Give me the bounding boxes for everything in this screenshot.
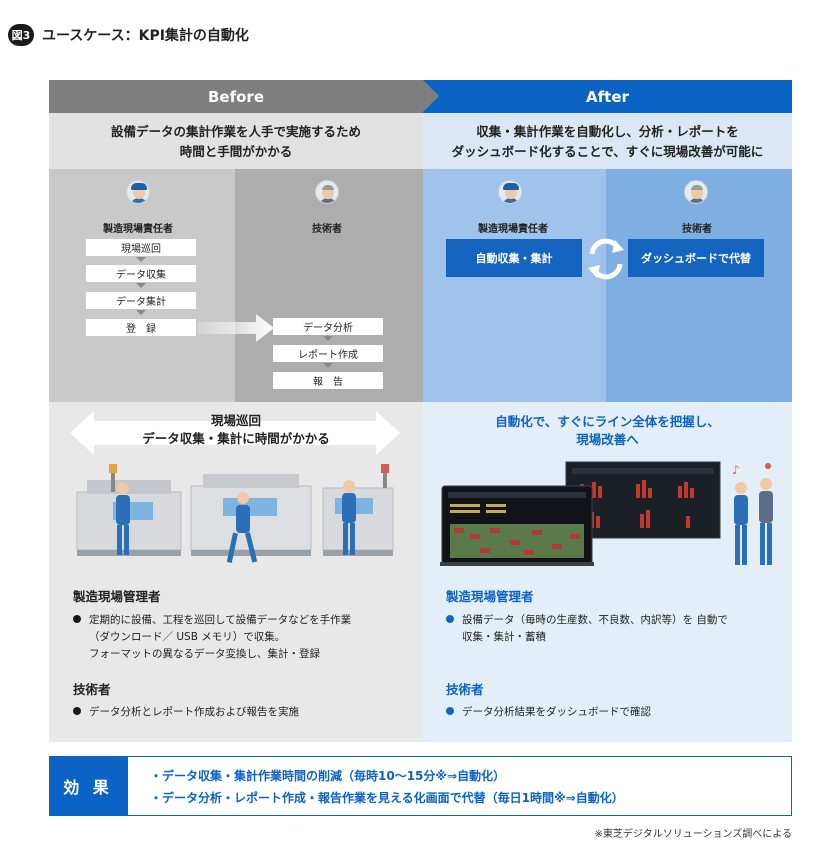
effect-line-1: ・データ収集・集計作業時間の削減（毎時10～15分※⇒自動化） <box>150 769 506 783</box>
after-lead-panel <box>423 113 792 169</box>
dashboard-screens-illustration: ♪ <box>440 461 773 566</box>
bullet-dot-icon <box>73 707 81 715</box>
figure-title-text: ユースケース：KPI集計の自動化 <box>42 28 249 44</box>
engineer-avatar-icon <box>315 180 339 204</box>
before-engineer-title: 技術者 <box>73 682 111 697</box>
step-arrow-down-icon <box>323 336 333 341</box>
auto-collect-box: 自動収集・集計 <box>446 239 582 277</box>
double-arrow-icon <box>70 411 400 455</box>
svg-text:♪: ♪ <box>732 463 740 477</box>
factory-machines-illustration <box>76 464 394 563</box>
before-illustration-caption: 現場巡回 データ収集・集計に時間がかかる <box>142 413 330 446</box>
step-report: 報 告 <box>273 372 383 389</box>
handoff-arrow-icon <box>198 314 274 342</box>
after-manager-bullet: 設備データ（毎時の生産数、不良数、内訳等）を 自動で 収集・集計・蓄積 <box>446 612 786 646</box>
header-chevron <box>423 80 439 112</box>
figure-title: 図3 ユースケース：KPI集計の自動化 <box>8 24 249 46</box>
step-report-writing: レポート作成 <box>273 345 383 362</box>
after-right-role: 技術者 <box>682 224 712 235</box>
bullet-dot-icon <box>73 615 81 623</box>
bullet-dot-icon <box>446 707 454 715</box>
before-detail-panel <box>49 402 423 742</box>
footnote: ※東芝デジタルソリューションズ調べによる <box>594 829 792 840</box>
after-engineer-title: 技術者 <box>446 682 484 697</box>
effect-line-2: ・データ分析・レポート作成・報告作業を見える化画面で代替（毎日1時間※⇒自動化） <box>150 791 624 805</box>
before-lead-panel <box>49 113 423 169</box>
before-header: Before <box>49 80 423 113</box>
effect-box: ・データ収集・集計作業時間の削減（毎時10～15分※⇒自動化） ・データ分析・レ… <box>127 756 792 816</box>
step-site-patrol: 現場巡回 <box>86 239 196 256</box>
engineer-avatar-icon <box>684 180 708 204</box>
step-data-analysis: データ分析 <box>273 318 383 335</box>
after-engineer-bullet: データ分析結果をダッシュボードで確認 <box>446 704 786 721</box>
before-lead-text: 設備データの集計作業を人手で実施するため 時間と手間がかかる <box>110 124 361 159</box>
manager-avatar-icon <box>498 180 522 204</box>
before-right-role: 技術者 <box>312 224 342 235</box>
bullet-dot-icon <box>446 615 454 623</box>
effect-label: 効 果 <box>49 756 127 816</box>
after-detail-panel <box>423 402 792 742</box>
after-workflow-left-panel <box>423 169 606 402</box>
figure-badge: 図3 <box>8 24 34 46</box>
after-illustration-caption: 自動化で、すぐにライン全体を把握し、 現場改善へ <box>495 414 720 447</box>
step-arrow-down-icon <box>136 257 146 262</box>
step-arrow-down-icon <box>323 363 333 368</box>
after-left-role: 製造現場責任者 <box>478 224 548 235</box>
step-registration: 登 録 <box>86 319 196 336</box>
before-manager-bullet: 定期的に設備、工程を巡回して設備データなどを手作業 （ダウンロード／ USB メ… <box>73 612 418 663</box>
after-manager-title: 製造現場管理者 <box>446 589 534 604</box>
manager-avatar-icon <box>126 180 150 204</box>
step-arrow-down-icon <box>136 310 146 315</box>
after-header: After <box>423 80 792 113</box>
before-engineer-bullet: データ分析とレポート作成および報告を実施 <box>73 704 418 721</box>
step-data-collection: データ収集 <box>86 265 196 282</box>
after-workflow-right-panel <box>606 169 792 402</box>
before-manager-title: 製造現場管理者 <box>73 589 161 604</box>
step-data-aggregation: データ集計 <box>86 292 196 309</box>
before-left-role: 製造現場責任者 <box>103 224 173 235</box>
step-arrow-down-icon <box>136 283 146 288</box>
cycle-arrows-icon <box>588 238 624 280</box>
dashboard-replace-box: ダッシュボードで代替 <box>628 239 764 277</box>
after-lead-text: 収集・集計作業を自動化し、分析・レポートを ダッシュボード化することで、すぐに現… <box>451 124 764 159</box>
